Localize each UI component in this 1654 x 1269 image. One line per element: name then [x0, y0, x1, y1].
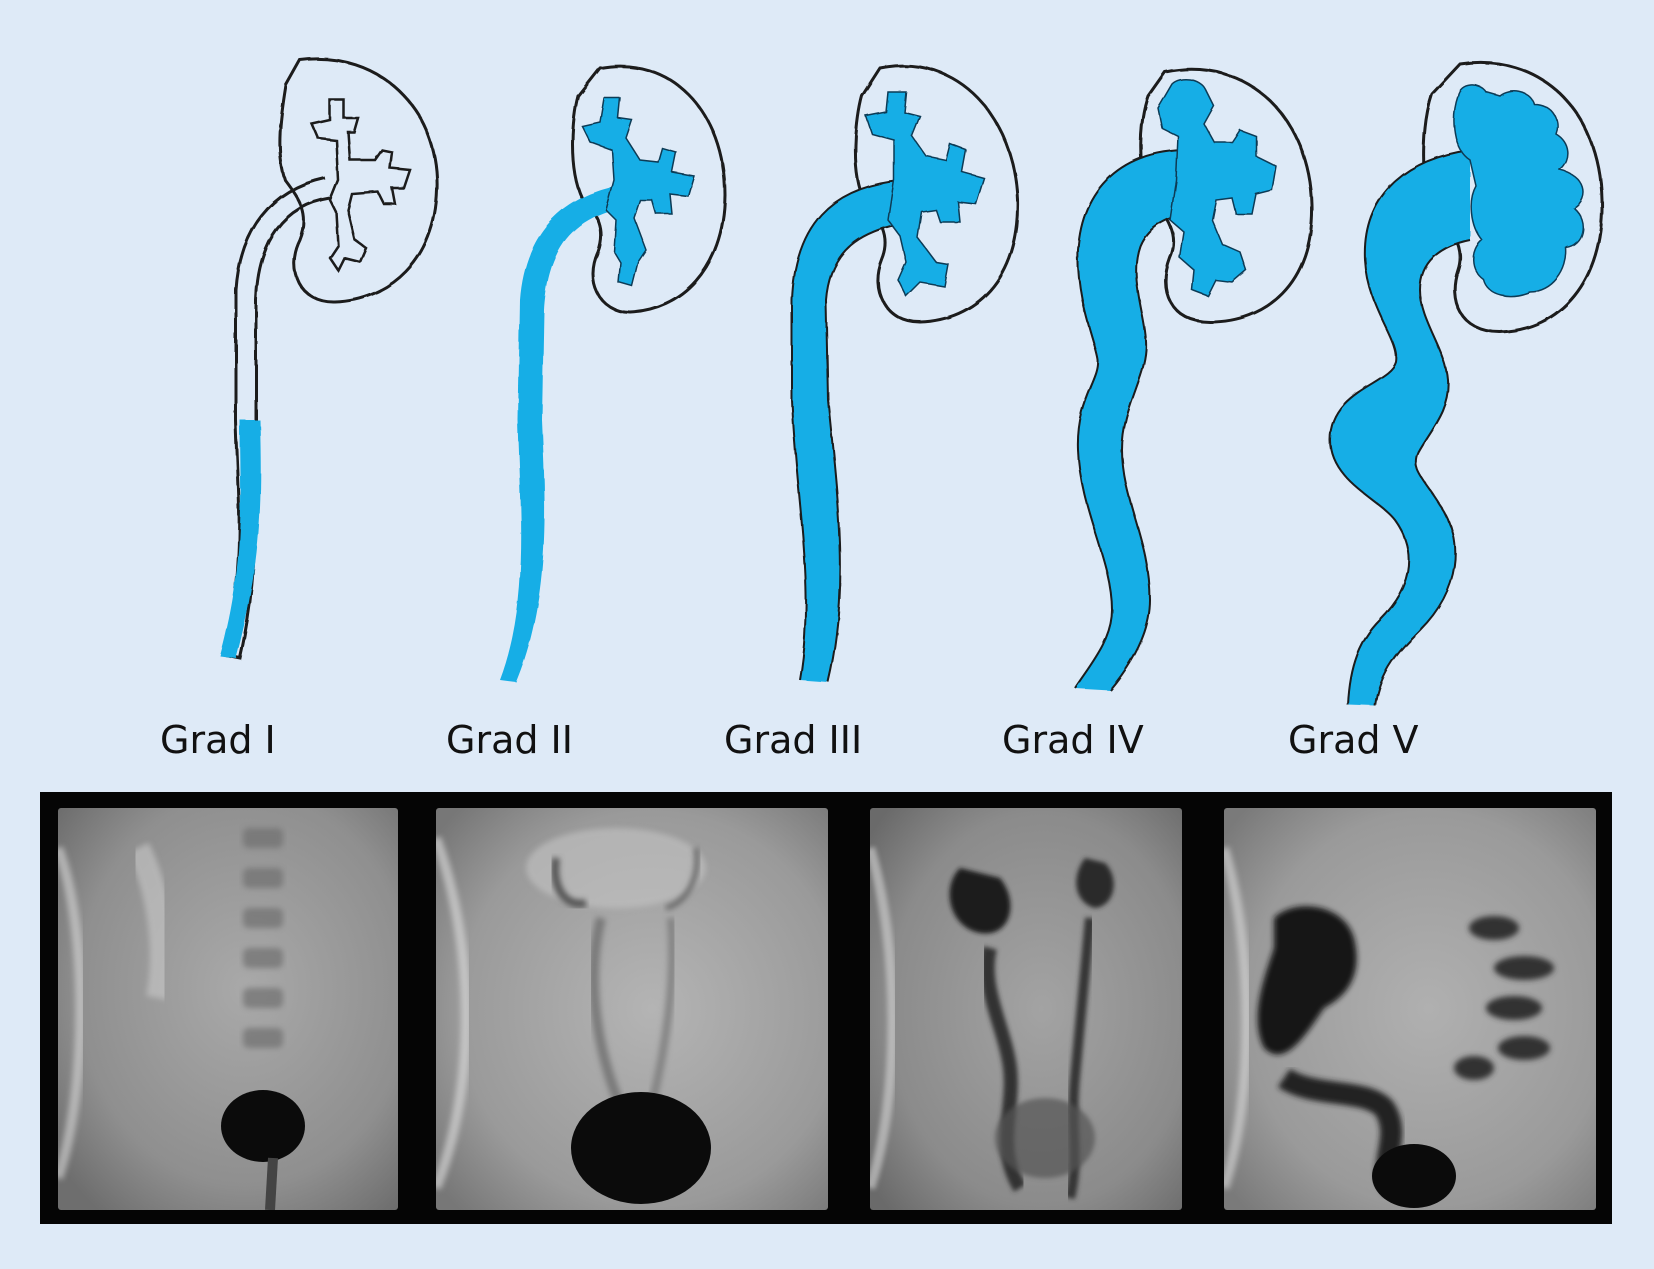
pelvis-calyces-edge [580, 97, 695, 287]
kidney-diagram-grade-3 [791, 64, 1020, 683]
kidney-diagram-grade-1 [220, 57, 439, 660]
voiding-cystourethrogram-strip [40, 792, 1612, 1224]
kidney-diagram-grade-2 [500, 64, 727, 682]
ureter-contrast [1330, 150, 1470, 706]
grade-label-3: Grad III [724, 718, 863, 762]
pelvis-calyces-edge [1453, 84, 1585, 297]
xray-image-1 [58, 808, 398, 1210]
kidney-outline [278, 57, 439, 304]
grade-label-4: Grad IV [1002, 718, 1144, 762]
kidney-diagram-grade-4 [1074, 67, 1314, 691]
ureter-edge [1328, 149, 1471, 707]
pelvis-calyces-contrast [866, 92, 984, 296]
grade-label-2: Grad II [446, 718, 573, 762]
ureter-edge [791, 179, 911, 683]
kidney-outline [571, 64, 727, 314]
xray-image-3 [870, 808, 1182, 1210]
ureter-contrast [500, 185, 622, 682]
ureter-contrast [220, 420, 261, 658]
grade-label-1: Grad I [160, 718, 276, 762]
pelvis-calyces-contrast [582, 98, 694, 286]
ureter-contrast [792, 180, 910, 682]
ureter-edge [1074, 148, 1201, 691]
pelvis-calyces-edge [1157, 78, 1277, 297]
pelvis-calyces-outline [310, 98, 412, 273]
pelvis-calyces-contrast [1158, 79, 1276, 296]
reflux-grade-drawings [220, 57, 1604, 707]
kidney-diagram-grade-5 [1328, 61, 1604, 707]
ureter-contrast [1075, 149, 1200, 690]
pelvis-calyces-contrast [1454, 84, 1584, 296]
xray-image-4 [1224, 808, 1596, 1210]
pelvis-calyces-edge [865, 91, 985, 298]
grade-label-5: Grad V [1288, 718, 1419, 762]
xray-image-2 [436, 808, 828, 1210]
